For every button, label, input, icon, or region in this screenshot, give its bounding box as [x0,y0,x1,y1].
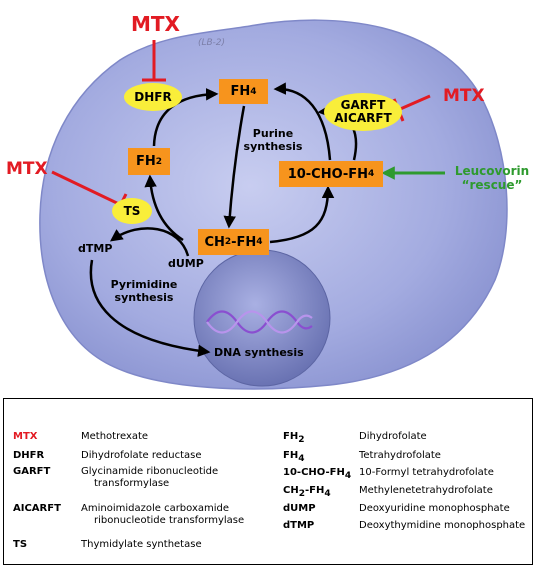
legend-abbr-fh2: FH2 [283,431,305,445]
legend-desc-dump: Deoxyuridine monophosphate [359,503,510,514]
arrow-dtmp-to-dna [89,259,211,357]
legend-desc-10-cho-fh4: 10-Formyl tetrahydrofolate [359,467,494,478]
mtx-label-right: MTX [443,86,485,106]
legend-abbr-dtmp: dTMP [283,520,315,531]
legend-desc-garft: Glycinamide ribonucleotide [81,466,219,477]
legend-desc-dhfr: Dihydrofolate reductase [81,450,202,461]
mtx-line-left [51,170,122,207]
dump-label: dUMP [168,257,204,270]
legend-desc-fh2: Dihydrofolate [359,431,427,442]
legend-abbr-mtx: MTX [13,431,38,442]
legend-abbr-ch2-fh4: CH2-FH4 [283,485,331,499]
mtx-label-top: MTX [131,12,180,36]
arrow-ts-to-fh2 [144,174,184,242]
legend-abbr-fh4: FH4 [283,450,305,464]
arrow-formyl-to-fh4 [273,82,332,161]
legend-desc-garft-2: transformylase [94,478,170,489]
leucovorin-rescue-label: Leucovorin “rescue” [454,164,530,192]
pathway-diagram: (LB-2) [39,19,508,390]
nucleus [193,249,331,387]
purine-synthesis-label: Purine synthesis [243,127,303,153]
dna-synthesis-label: DNA synthesis [214,346,304,359]
legend-abbr-dhfr: DHFR [13,450,45,461]
cell-mark: (LB-2) [198,38,225,48]
dhfr-enzyme: DHFR [124,83,182,111]
legend-desc-mtx: Methotrexate [81,431,149,442]
legend: MTX Methotrexate DHFR Dihydrofolate redu… [3,398,533,565]
dna-helix [206,310,313,334]
arrow-dump-to-dtmp [109,227,190,257]
dtmp-label: dTMP [78,242,113,255]
legend-abbr-garft: GARFT [13,466,51,477]
legend-abbr-aicarft: AICARFT [13,503,61,514]
legend-desc-fh4: Tetrahydrofolate [359,450,441,461]
legend-desc-aicarft: Aminoimidazole carboxamide [81,503,230,514]
legend-abbr-dump: dUMP [283,503,316,514]
arrow-fh4-to-ch2 [223,105,246,229]
garft-aicarft-enzyme: GARFT AICARFT [324,93,402,131]
legend-desc-aicarft-2: ribonucleotide transformylase [94,515,245,526]
legend-desc-dtmp: Deoxythymidine monophosphate [359,520,526,531]
arrow-ch2-to-formyl [269,185,335,244]
legend-abbr-10-cho-fh4: 10-CHO-FH4 [283,467,352,481]
ts-enzyme: TS [112,198,152,224]
mtx-line-right [397,94,431,112]
legend-desc-ts: Thymidylate synthetase [81,539,202,550]
mtx-label-left: MTX [6,159,48,179]
legend-desc-ch2-fh4: Methylenetetrahydrofolate [359,485,493,496]
legend-abbr-ts: TS [13,539,28,550]
pyrimidine-synthesis-label: Pyrimidine synthesis [110,278,178,304]
